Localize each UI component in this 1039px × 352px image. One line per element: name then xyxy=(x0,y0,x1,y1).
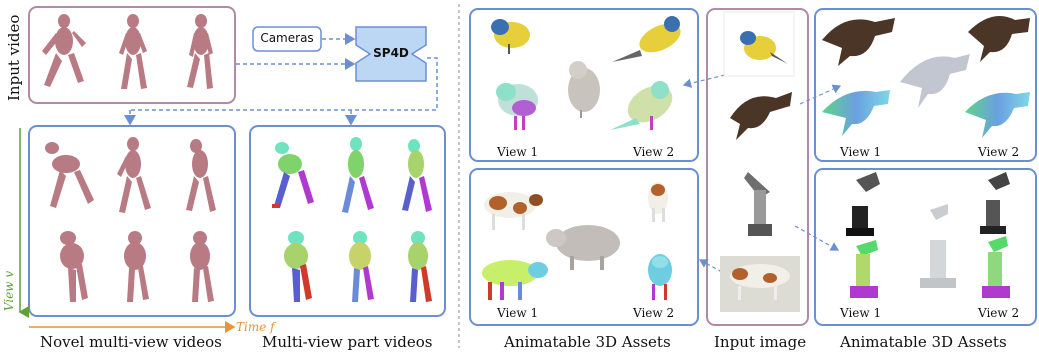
arrow-model-output xyxy=(130,57,438,111)
cameras-box xyxy=(252,26,322,52)
robot-assets-frame xyxy=(814,168,1037,326)
trex-assets-illustration xyxy=(822,16,1030,138)
trex-assets-frame xyxy=(814,8,1037,162)
bird-assets-illustration xyxy=(491,16,681,130)
novel-videos-figures xyxy=(45,137,216,302)
cow-assets-frame xyxy=(469,168,699,326)
input-image-frame xyxy=(706,8,809,326)
input-video-frame xyxy=(28,6,236,104)
view-axis-label: View v xyxy=(2,270,16,312)
cow-assets-illustration xyxy=(482,182,672,300)
input-video-figures xyxy=(42,14,213,89)
trex-view2-label: View 2 xyxy=(978,145,1020,159)
part-videos-frame xyxy=(249,125,446,317)
robot-view1-label: View 1 xyxy=(840,306,882,320)
part-videos-caption: Multi-view part videos xyxy=(262,333,433,351)
novel-videos-caption: Novel multi-view videos xyxy=(40,333,222,351)
input-images xyxy=(720,11,800,312)
arrow-bird-to-assets xyxy=(682,74,726,88)
input-image-caption: Input image xyxy=(714,333,807,351)
time-axis-label: Time f xyxy=(236,320,275,334)
trex-view1-label: View 1 xyxy=(840,145,882,159)
cameras-label: Cameras xyxy=(260,31,314,45)
cow-view1-label: View 1 xyxy=(497,306,539,320)
arrow-cow-to-assets xyxy=(698,259,723,273)
arrow-robot-to-assets xyxy=(794,225,840,251)
robot-assets-illustration xyxy=(846,172,1010,298)
animatable-assets-caption-left: Animatable 3D Assets xyxy=(504,333,671,351)
arrow-trex-to-assets xyxy=(799,84,842,105)
bird-view2-label: View 2 xyxy=(633,145,675,159)
bird-view1-label: View 1 xyxy=(497,145,539,159)
sp4d-model-label: SP4D xyxy=(373,46,409,60)
bird-assets-frame xyxy=(469,8,699,162)
sp4d-model-shape xyxy=(355,26,427,82)
animatable-assets-caption-right: Animatable 3D Assets xyxy=(840,333,1007,351)
robot-view2-label: View 2 xyxy=(978,306,1020,320)
cow-view2-label: View 2 xyxy=(633,306,675,320)
input-video-label: Input video xyxy=(5,14,23,101)
part-videos-figures xyxy=(272,137,432,302)
novel-videos-frame xyxy=(28,125,236,317)
